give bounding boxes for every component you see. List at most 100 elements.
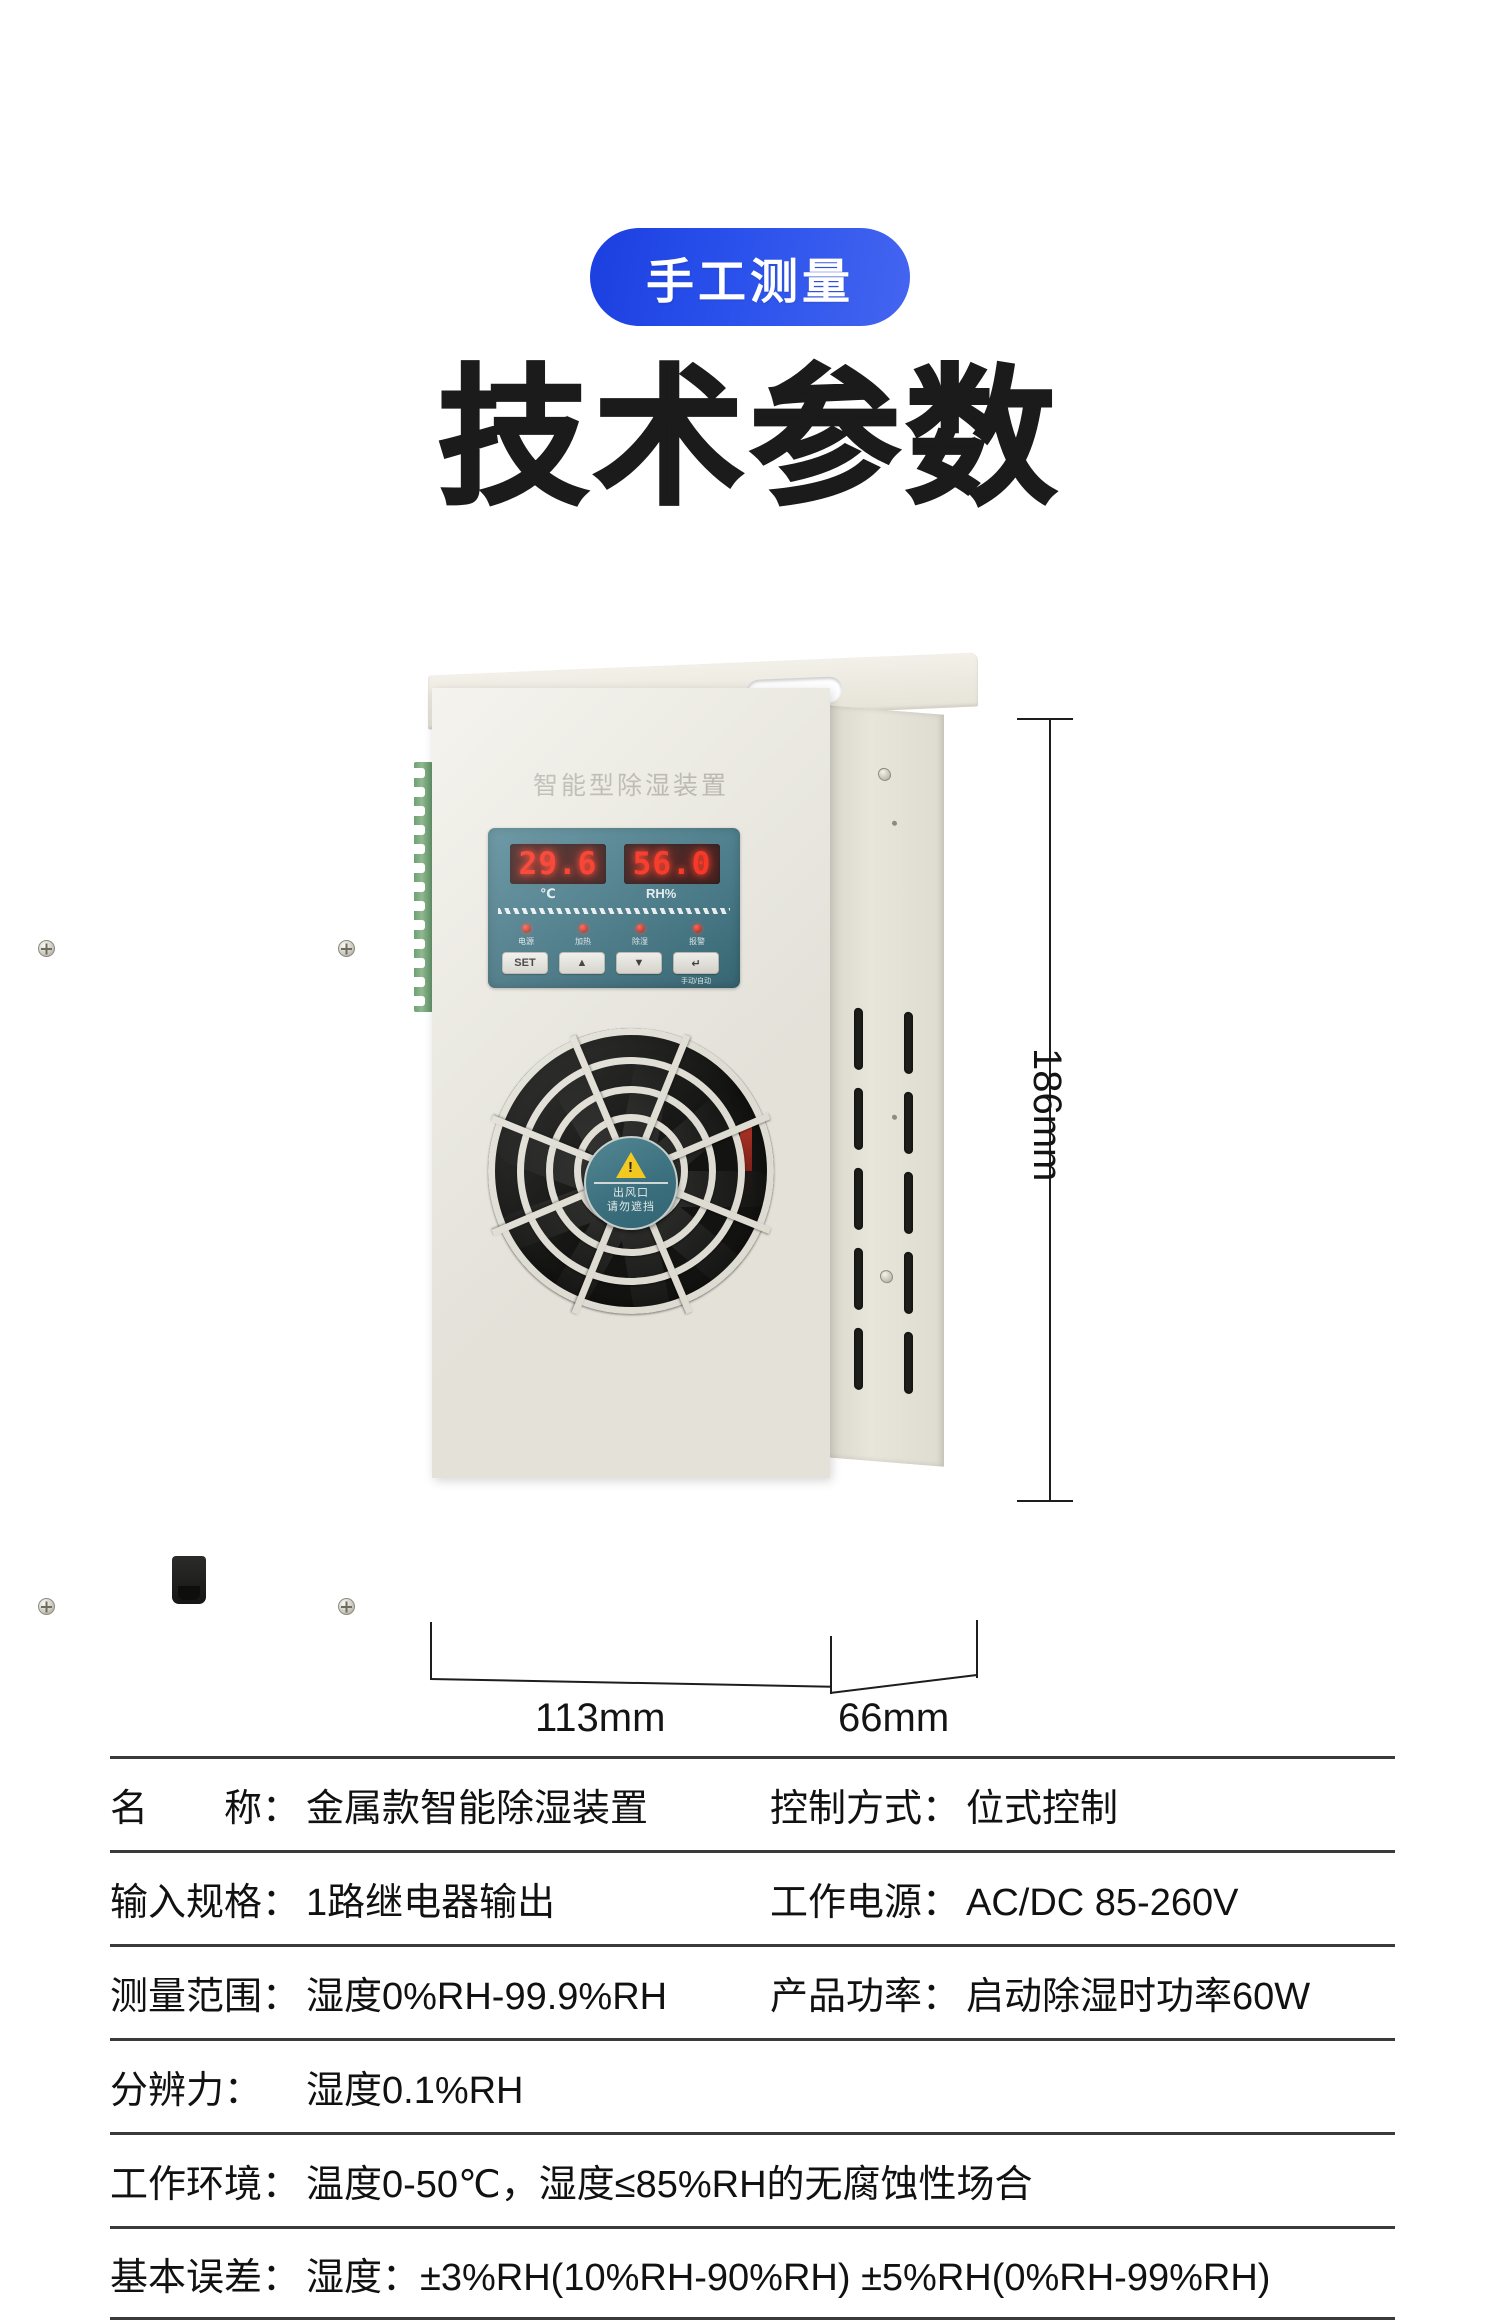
- fan-grille-ring: [517, 1057, 745, 1285]
- device-front-panel: 智能型除湿装置 29.6 ℃ 56.0 RH% 电源加热除湿报警 SET▲▼↵手…: [432, 688, 830, 1478]
- humidity-unit-label: RH%: [646, 886, 677, 901]
- humidity-display: 56.0: [624, 844, 720, 884]
- vent-slot: [904, 1251, 913, 1315]
- indicator-label: 报警: [689, 937, 705, 946]
- spec-label: 输入规格：: [110, 1882, 301, 1924]
- dimension-line: [1049, 718, 1051, 1502]
- case-screw-icon: [338, 940, 355, 957]
- dimension-height-label: 186mm: [1025, 1048, 1069, 1182]
- spec-table: 名 称：金属款智能除湿装置控制方式：位式控制输入规格：1路继电器输出工作电源：A…: [110, 1756, 1395, 2320]
- vent-slot: [904, 1091, 913, 1155]
- manual-measurement-badge: 手工测量: [589, 228, 910, 326]
- panel-button-set[interactable]: SET: [502, 952, 548, 974]
- dimension-baseline: [429, 1678, 832, 1688]
- page-title: 技术参数: [436, 353, 1062, 524]
- spec-cell-left: 测量范围：湿度0%RH-99.9%RH: [110, 1965, 770, 2020]
- dimension-tick: [976, 1620, 978, 1678]
- case-screw-icon: [38, 940, 55, 957]
- vent-slot: [854, 1327, 863, 1391]
- terminal-tooth: [414, 825, 425, 835]
- terminal-tooth: [414, 863, 425, 873]
- terminal-tooth: [414, 996, 425, 1006]
- led-lamp-icon: [578, 924, 588, 933]
- panel-dot: [892, 1114, 897, 1120]
- spec-cell-full: 基本误差：湿度：±3%RH(10%RH-90%RH) ±5%RH(0%RH-99…: [110, 2246, 1395, 2301]
- spec-cell-full: 工作环境：温度0-50℃，湿度≤85%RH的无腐蚀性场合: [110, 2153, 1395, 2208]
- spec-value: 位式控制: [966, 1788, 1119, 1830]
- panel-button-up[interactable]: ▲: [559, 952, 605, 974]
- terminal-tooth: [414, 806, 425, 816]
- spec-label: 控制方式：: [770, 1788, 961, 1830]
- terminal-tooth: [414, 939, 425, 949]
- spec-cell-left: 名 称：金属款智能除湿装置: [110, 1777, 770, 1832]
- spec-row: 工作环境：温度0-50℃，湿度≤85%RH的无腐蚀性场合: [110, 2132, 1395, 2226]
- panel-button-enter[interactable]: ↵: [673, 952, 719, 974]
- spec-cell-right: 工作电源：AC/DC 85-260V: [770, 1871, 1395, 1926]
- vent-slot: [854, 1167, 863, 1231]
- fan-assembly: 出风口 请勿遮挡: [466, 1018, 796, 1348]
- terminal-tooth: [414, 958, 425, 968]
- vent-slot: [854, 1247, 863, 1311]
- spec-value: AC/DC 85-260V: [966, 1882, 1239, 1924]
- spec-cell-left: 输入规格：1路继电器输出: [110, 1871, 770, 1926]
- terminal-tooth: [414, 787, 425, 797]
- indicator-label: 加热: [575, 937, 591, 946]
- indicator-2: 除湿: [616, 924, 664, 947]
- spec-cell-right: 控制方式：位式控制: [770, 1777, 1395, 1832]
- vent-slot: [854, 1087, 863, 1151]
- cable-gland: [172, 1556, 206, 1604]
- button-row: SET ▲ ▼ ↵ 手动/自动: [502, 952, 730, 985]
- device-side-panel: [826, 705, 944, 1467]
- humidity-value: 56.0: [632, 846, 712, 882]
- dimension-tick: [830, 1636, 832, 1694]
- spec-row: 分辨力：湿度0.1%RH: [110, 2038, 1395, 2132]
- product-photo: 智能型除湿装置 29.6 ℃ 56.0 RH% 电源加热除湿报警 SET▲▼↵手…: [0, 640, 1500, 1680]
- terminal-tooth: [414, 844, 425, 854]
- spec-label: 产品功率：: [770, 1976, 961, 2018]
- vent-slot: [904, 1011, 913, 1075]
- vent-slot: [904, 1331, 913, 1395]
- indicator-label: 电源: [518, 937, 534, 946]
- led-lamp-icon: [692, 924, 702, 933]
- spec-value: 湿度0%RH-99.9%RH: [306, 1976, 668, 2018]
- fan-warning-label: 出风口 请勿遮挡: [584, 1136, 678, 1230]
- dimension-width-label: 113mm: [535, 1696, 666, 1740]
- panel-button-sublabel: 手动/自动: [681, 978, 711, 985]
- spec-value: 1路继电器输出: [306, 1882, 556, 1924]
- spec-row: 名 称：金属款智能除湿装置控制方式：位式控制: [110, 1756, 1395, 1850]
- control-panel: 29.6 ℃ 56.0 RH% 电源加热除湿报警 SET▲▼↵手动/自动: [488, 828, 740, 988]
- vent-slot-column: [854, 1007, 863, 1409]
- spec-value: 启动除湿时功率60W: [966, 1976, 1311, 2018]
- dimension-width-depth: 113mm 66mm: [429, 1620, 980, 1740]
- badge-container: 手工测量: [0, 228, 1500, 326]
- terminal-block: [414, 762, 433, 1012]
- indicator-3: 报警: [673, 924, 721, 947]
- spec-label: 工作电源：: [770, 1882, 961, 1924]
- spec-cell-right: 产品功率：启动除湿时功率60W: [770, 1965, 1395, 2020]
- panel-divider: [498, 908, 730, 914]
- indicator-row: 电源 加热 除湿 报警: [502, 924, 730, 950]
- panel-dot: [892, 820, 897, 826]
- warning-triangle-icon: [616, 1151, 646, 1178]
- spec-label: 分辨力：: [110, 2070, 263, 2112]
- terminal-tooth: [414, 920, 425, 930]
- dimension-baseline: [829, 1673, 978, 1694]
- led-lamp-icon: [521, 924, 531, 933]
- terminal-tooth: [414, 977, 425, 987]
- vent-slot: [904, 1171, 913, 1235]
- screw-icon: [880, 1269, 893, 1284]
- terminal-tooth: [414, 882, 425, 892]
- vent-slot-column: [904, 1011, 913, 1413]
- indicator-label: 除湿: [632, 937, 648, 946]
- indicator-0: 电源: [502, 924, 550, 947]
- spec-label: 工作环境：: [110, 2164, 301, 2206]
- spec-value: 金属款智能除湿装置: [306, 1788, 649, 1830]
- screw-icon: [878, 767, 891, 782]
- label-divider: [594, 1181, 668, 1184]
- terminal-tooth: [414, 901, 425, 911]
- spec-label: 测量范围：: [110, 1976, 301, 2018]
- temperature-display: 29.6: [510, 844, 606, 884]
- vent-slot: [854, 1007, 863, 1071]
- panel-button-down[interactable]: ▼: [616, 952, 662, 974]
